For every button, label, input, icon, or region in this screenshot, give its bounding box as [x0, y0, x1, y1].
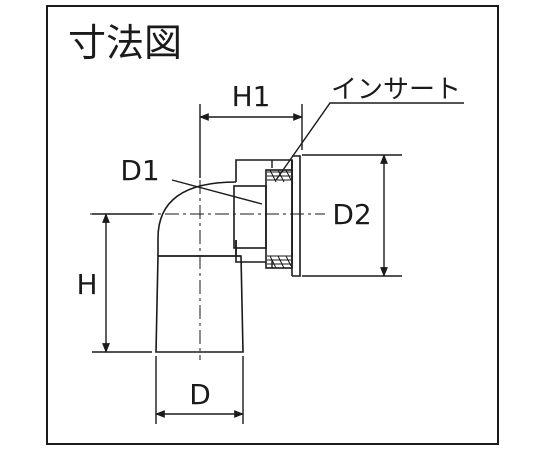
d2-label: D2 [332, 198, 371, 231]
insert-callout [275, 102, 464, 181]
d1-leader [171, 179, 263, 205]
insert-bore [233, 185, 267, 249]
diagram-title: 寸法図 [68, 21, 182, 65]
outer-flange [292, 155, 301, 277]
d-label: D [189, 378, 211, 411]
h1-label: H1 [232, 80, 271, 113]
h-dimension [92, 213, 152, 353]
elbow-outer-wall [157, 181, 237, 256]
d-dimension [155, 356, 244, 424]
insert-cylinder [265, 169, 293, 269]
h-label: H [76, 268, 97, 301]
insert-threads [267, 169, 292, 269]
elbow-fitting [155, 155, 301, 353]
d2-dimension [302, 154, 402, 277]
d1-label: D1 [120, 154, 159, 187]
insert-label: インサート [331, 75, 461, 105]
